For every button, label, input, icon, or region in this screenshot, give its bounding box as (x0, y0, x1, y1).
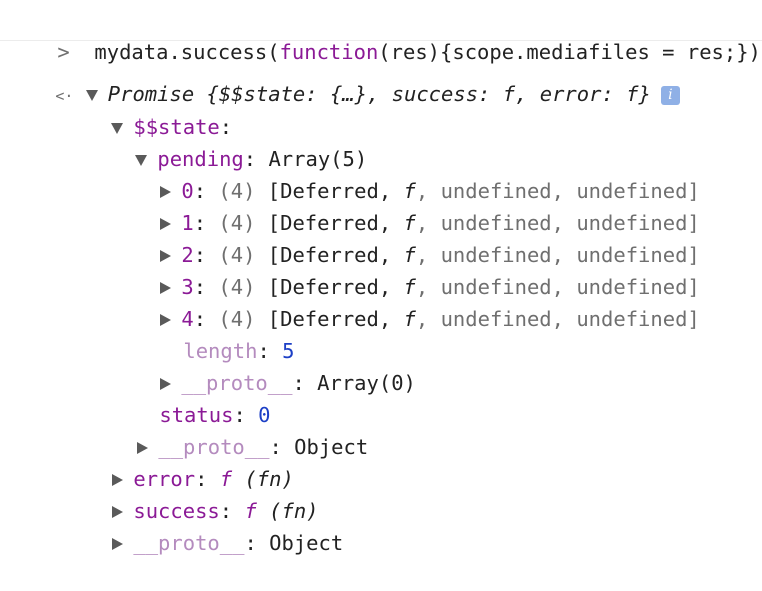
item-count: (4) (218, 179, 256, 203)
item-open: [Deferred, (267, 307, 404, 331)
pending-key: pending (157, 147, 244, 171)
collapse-triangle-icon[interactable] (112, 506, 124, 518)
tree-node-pending[interactable]: pending: Array(5) (86, 111, 367, 171)
console-result-line[interactable]: <· Promise {$$state: {…}, success: f, er… (6, 46, 680, 106)
item-function: f (403, 179, 416, 203)
tree-node-success[interactable]: success: f (fn) (63, 463, 319, 523)
item-open: [Deferred, (267, 211, 404, 235)
item-count: (4) (218, 243, 256, 267)
tree-node-status: status: 0 (159, 403, 271, 427)
pending-item[interactable]: 4: (4) [Deferred, f, undefined, undefine… (111, 271, 700, 331)
item-rest: , undefined, undefined] (415, 211, 700, 235)
proto-key: __proto__ (181, 371, 293, 395)
error-key: error (133, 467, 196, 491)
item-function: f (403, 243, 416, 267)
status-key: status (159, 403, 234, 427)
collapse-triangle-icon[interactable] (160, 378, 172, 390)
collapse-triangle-icon[interactable] (112, 474, 124, 486)
success-function: f (244, 499, 257, 523)
status-value: 0 (258, 403, 271, 427)
item-function: f (403, 211, 416, 235)
state-colon: : (219, 115, 233, 139)
error-colon: : (195, 467, 220, 491)
code-prefix: mydata.success( (94, 40, 280, 64)
collapse-triangle-icon[interactable] (160, 314, 172, 326)
info-icon[interactable]: i (660, 85, 680, 105)
error-fn: (fn) (232, 467, 294, 491)
tree-node-pending-proto[interactable]: __proto__: Array(0) (111, 335, 416, 395)
proto-key: __proto__ (158, 435, 270, 459)
length-value: 5 (282, 339, 295, 363)
success-key: success (133, 499, 220, 523)
item-function: f (403, 275, 416, 299)
console-divider (0, 40, 762, 41)
pending-value: : Array(5) (243, 147, 368, 171)
item-open: [Deferred, (267, 179, 404, 203)
devtools-console: > mydata.success(function(res){scope.med… (0, 4, 762, 555)
collapse-triangle-icon[interactable] (160, 186, 172, 198)
tree-node-length: length: 5 (183, 339, 295, 363)
success-fn: (fn) (256, 499, 319, 523)
item-rest: , undefined, undefined] (415, 179, 700, 203)
item-rest: , undefined, undefined] (415, 307, 700, 331)
tree-node-state[interactable]: $$state: (62, 79, 232, 139)
expand-triangle-icon[interactable] (135, 154, 148, 166)
tree-node-state-proto[interactable]: __proto__: Object (88, 399, 368, 459)
collapse-triangle-icon[interactable] (160, 250, 172, 262)
collapse-triangle-icon[interactable] (112, 538, 124, 550)
item-index: 0 (181, 179, 194, 203)
expand-triangle-icon[interactable] (85, 89, 98, 101)
item-index: 4 (181, 307, 194, 331)
error-function: f (219, 467, 233, 491)
tree-node-error[interactable]: error: f (fn) (63, 431, 294, 491)
collapse-triangle-icon[interactable] (137, 442, 149, 454)
proto-value: : Object (269, 435, 369, 459)
item-rest: , undefined, undefined] (415, 243, 700, 267)
item-function: f (403, 307, 416, 331)
pending-item[interactable]: 0: (4) [Deferred, f, undefined, undefine… (111, 143, 700, 203)
result-prompt-icon: <· (55, 87, 74, 105)
code-keyword: function (279, 40, 379, 64)
tree-node-root-proto[interactable]: __proto__: Object (63, 495, 343, 555)
item-index: 1 (181, 211, 194, 235)
item-count: (4) (218, 211, 256, 235)
promise-summary: Promise {$$state: {…}, success: f, error… (107, 82, 651, 106)
input-prompt-icon: > (57, 40, 70, 64)
item-count: (4) (218, 307, 256, 331)
item-open: [Deferred, (267, 243, 404, 267)
expand-triangle-icon[interactable] (111, 122, 124, 134)
item-open: [Deferred, (267, 275, 404, 299)
item-index: 3 (181, 275, 194, 299)
length-key: length (183, 339, 258, 363)
state-key: $$state (133, 115, 220, 139)
proto-value: : Object (244, 531, 344, 555)
code-suffix: (res){scope.mediafiles = res;}); (378, 40, 762, 64)
item-rest: , undefined, undefined] (415, 275, 700, 299)
pending-item[interactable]: 3: (4) [Deferred, f, undefined, undefine… (111, 239, 700, 299)
success-colon: : (219, 499, 245, 523)
pending-item[interactable]: 2: (4) [Deferred, f, undefined, undefine… (111, 207, 700, 267)
proto-value: : Array(0) (292, 371, 416, 395)
item-count: (4) (218, 275, 256, 299)
item-index: 2 (181, 243, 194, 267)
pending-item[interactable]: 1: (4) [Deferred, f, undefined, undefine… (111, 175, 700, 235)
collapse-triangle-icon[interactable] (160, 282, 172, 294)
proto-key: __proto__ (133, 531, 245, 555)
collapse-triangle-icon[interactable] (160, 218, 172, 230)
console-input-line[interactable]: > mydata.success(function(res){scope.med… (8, 4, 762, 64)
